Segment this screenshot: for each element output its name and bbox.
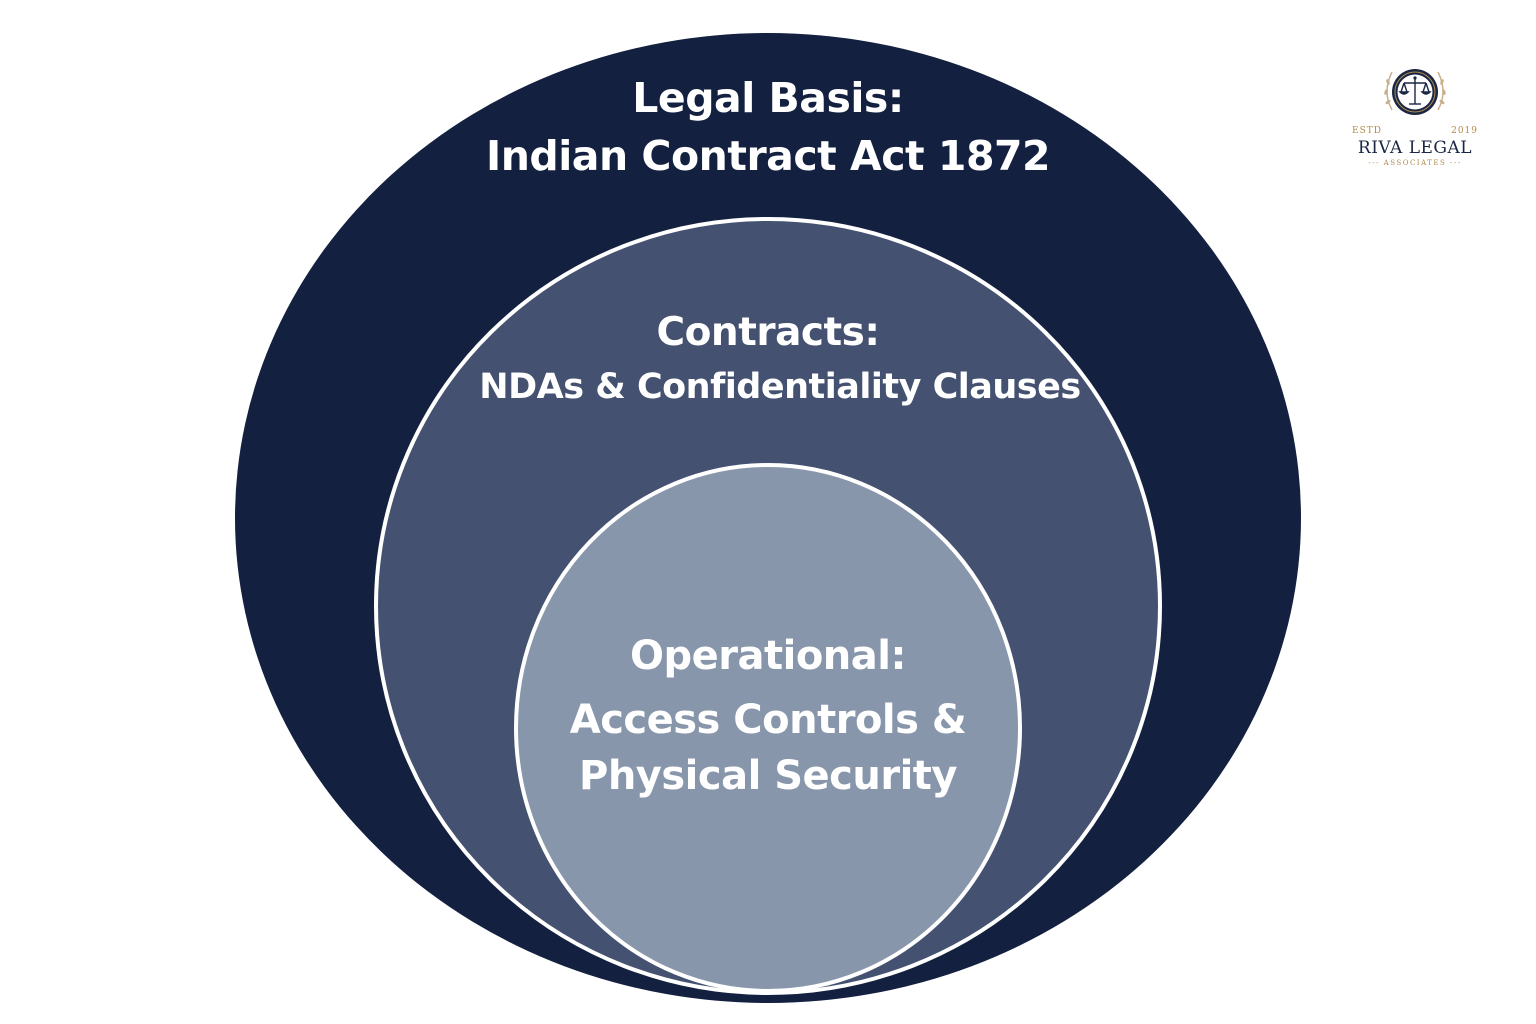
inner-circle-heading: Operational:	[630, 633, 906, 679]
outer-circle-heading: Legal Basis:	[632, 74, 904, 122]
inner-circle-operational	[514, 463, 1022, 993]
inner-circle-line-1: Access Controls &	[569, 697, 967, 743]
middle-circle-heading: Contracts:	[656, 310, 880, 355]
inner-circle-line-2: Physical Security	[579, 753, 957, 799]
logo-name: RIVA LEGAL	[1357, 138, 1473, 158]
scales-of-justice-icon	[1384, 69, 1446, 115]
logo-tagline: --- ASSOCIATES ---	[1368, 159, 1462, 167]
middle-circle-subheading: NDAs & Confidentiality Clauses	[479, 367, 1081, 407]
inner-circle-subheading: Access Controls & Physical Security	[548, 692, 988, 804]
outer-circle-subheading: Indian Contract Act 1872	[485, 132, 1051, 180]
logo-year: 2019	[1451, 126, 1478, 136]
logo-estd: ESTD	[1352, 126, 1382, 136]
riva-legal-logo: ESTD 2019 RIVA LEGAL --- ASSOCIATES ---	[1340, 62, 1490, 182]
